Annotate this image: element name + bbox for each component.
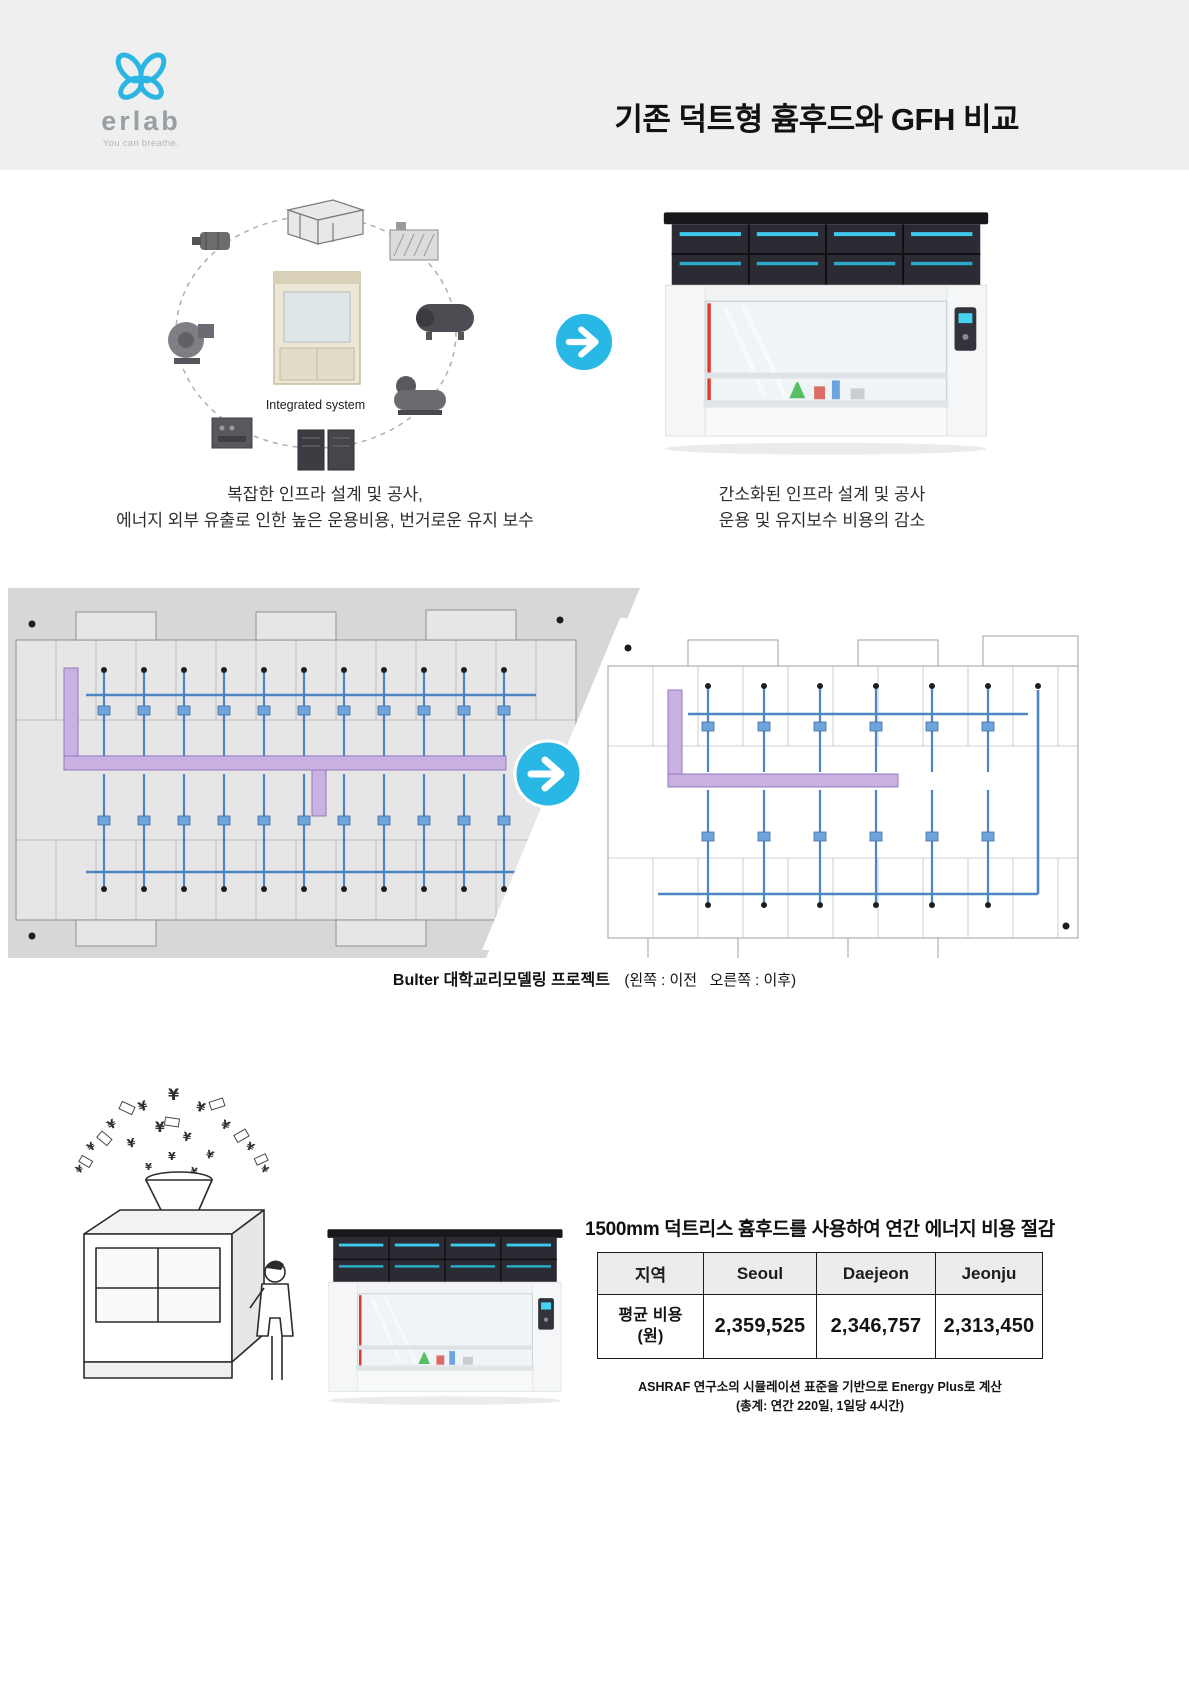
floorplan-caption: Bulter 대학교리모델링 프로젝트 (왼쪽 : 이전 오른쪽 : 이후) [0,966,1189,990]
svg-text:¥: ¥ [244,1139,257,1154]
cost-seoul: 2,359,525 [703,1294,817,1359]
energy-cost-table: 지역 Seoul Daejeon Jeonju 평균 비용 (원) 2,359,… [597,1252,1043,1359]
floorplan-caption-project: 대학교리모델링 프로젝트 [443,972,610,989]
avg-cost-label-line1: 평균 비용 [618,1306,683,1324]
seoul-column-header: Seoul [703,1252,817,1295]
svg-text:¥: ¥ [168,1085,179,1104]
integrated-system-label: Integrated system [265,398,366,412]
electrical-cabinets-drawing [297,429,355,471]
ahu-drawing [285,199,366,245]
energy-title: 1500mm 덕트리스 흄후드를 사용하여 연간 에너지 비용 절감 [585,1219,1055,1240]
floorplan-before-image [15,609,577,947]
caption-line: 복잡한 인프라 설계 및 공사, [227,485,423,504]
svg-text:¥: ¥ [181,1129,193,1145]
energy-footnote: ASHRAF 연구소의 시뮬레이션 표준을 기반으로 Energy Plus로 … [585,1378,1055,1417]
integrated-system-image [168,199,474,471]
arrow-right-icon [512,738,584,810]
floorplan-caption-brand: Bulter [392,972,440,989]
avg-cost-label-line2: (원) [637,1327,664,1345]
gfh-caption: 간소화된 인프라 설계 및 공사 운용 및 유지보수 비용의 감소 [672,482,972,535]
motor-drawing [192,232,230,250]
svg-text:¥: ¥ [204,1148,216,1163]
logo-wordmark: erlab [101,106,181,136]
footnote-line: ASHRAF 연구소의 시뮬레이션 표준을 기반으로 Energy Plus로 … [638,1380,1002,1394]
avg-cost-row-header: 평균 비용 (원) [597,1294,704,1359]
svg-text:¥: ¥ [74,1164,86,1177]
gfh-hood-image [648,208,1004,456]
logo-tagline: You can breathe. [102,138,180,149]
table-row: 평균 비용 (원) 2,359,525 2,346,757 2,313,450 [597,1294,1043,1359]
money-bills [78,1097,269,1169]
caption-line: 운용 및 유지보수 비용의 감소 [718,511,926,531]
table-header-row: 지역 Seoul Daejeon Jeonju [597,1252,1043,1295]
floorplan-band [8,588,1083,958]
compressor-drawing [394,376,446,415]
integrated-system-diagram: Integrated system [148,192,483,482]
svg-text:¥: ¥ [168,1150,176,1163]
footnote-line: (총계: 연간 220일, 1일당 4시간) [735,1399,905,1414]
caption-line: 간소화된 인프라 설계 및 공사 [718,485,926,504]
exhaust-fan-drawing [168,322,214,364]
header: erlab You can breathe. 기존 덕트형 흄후드와 GFH 비… [0,0,1189,170]
ducted-hood-drawing [273,271,361,385]
floorplan-caption-note: (왼쪽 : 이전 오른쪽 : 이후) [624,972,797,989]
money-waste-illustration: ¥ ¥ ¥ ¥ ¥ ¥ ¥ ¥ ¥ ¥ ¥ ¥ ¥ ¥ ¥ ¥ [50,1082,315,1407]
person-line-art [249,1260,294,1380]
svg-text:¥: ¥ [258,1163,270,1176]
erlab-flower-icon [115,52,167,100]
boiler-drawing [416,304,474,340]
svg-text:¥: ¥ [84,1139,98,1154]
svg-text:¥: ¥ [126,1135,138,1151]
control-panel-drawing [211,417,253,449]
cost-daejeon: 2,346,757 [816,1294,936,1359]
svg-text:¥: ¥ [136,1099,150,1116]
hood-line-art [83,1171,265,1379]
floorplan-after-image [607,635,1079,958]
svg-text:¥: ¥ [145,1162,152,1173]
jeonju-column-header: Jeonju [935,1252,1043,1295]
ducted-caption: 복잡한 인프라 설계 및 공사, 에너지 외부 유출로 인한 높은 운용비용, … [55,482,595,535]
svg-text:¥: ¥ [219,1117,233,1133]
gfh-hood-image-small [316,1216,574,1416]
page-title: 기존 덕트형 흄후드와 GFH 비교 [614,102,1019,137]
caption-line: 에너지 외부 유출로 인한 높은 운용비용, 번거로운 유지 보수 [116,511,534,531]
erlab-logo: erlab You can breathe. [86,46,196,149]
region-column-header: 지역 [597,1252,704,1295]
cost-jeonju: 2,313,450 [935,1294,1043,1359]
daejeon-column-header: Daejeon [816,1252,936,1295]
svg-text:¥: ¥ [155,1120,165,1136]
condenser-drawing [389,222,439,261]
svg-text:¥: ¥ [105,1116,120,1133]
svg-text:¥: ¥ [194,1100,207,1117]
arrow-right-icon [552,310,616,374]
